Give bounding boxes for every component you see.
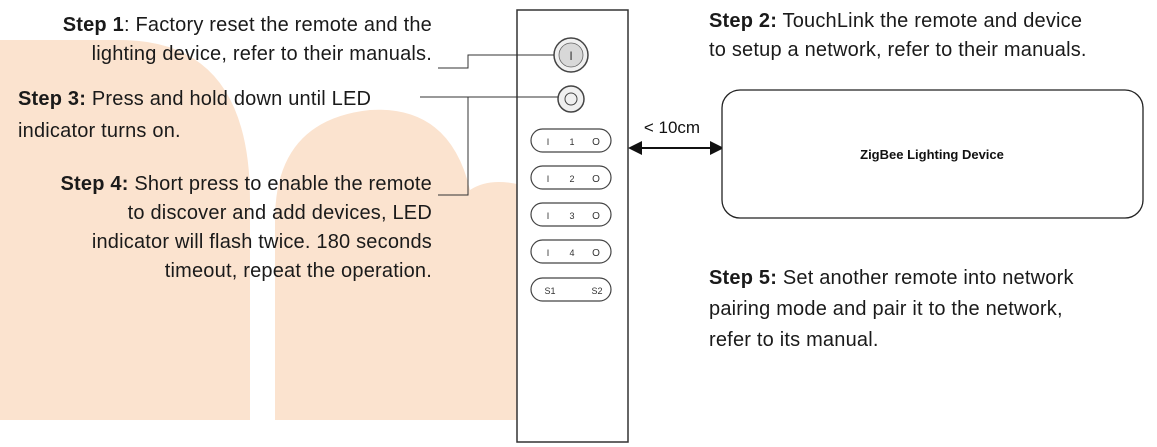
zone-2-number: 2 bbox=[569, 174, 574, 184]
step3-text-line2: indicator turns on. bbox=[18, 120, 181, 142]
network-button[interactable] bbox=[557, 85, 585, 113]
zone-button-3[interactable]: I 3 O bbox=[530, 202, 612, 227]
distance-label: < 10cm bbox=[644, 118, 700, 137]
device-label: ZigBee Lighting Device bbox=[860, 147, 1004, 162]
zone-1-on: I bbox=[547, 137, 550, 147]
zone-2-off: O bbox=[592, 174, 600, 185]
arrow-right-head bbox=[710, 141, 724, 155]
led-indicator-icon bbox=[564, 92, 578, 106]
zone-1-off: O bbox=[592, 137, 600, 148]
power-button-inner bbox=[558, 42, 584, 68]
scene-s2-label: S2 bbox=[591, 286, 602, 296]
zone-4-number: 4 bbox=[569, 248, 574, 258]
step3-text: Step 3: Press and hold down until LED bbox=[18, 88, 372, 110]
zone-4-off: O bbox=[592, 248, 600, 259]
zone-1-number: 1 bbox=[569, 137, 574, 147]
arrow-left-head bbox=[628, 141, 642, 155]
zone-3-on: I bbox=[547, 211, 550, 221]
step1-text: Step 1: Factory reset the remote and the… bbox=[62, 14, 432, 65]
zone-3-number: 3 bbox=[569, 211, 574, 221]
scene-button[interactable]: S1 S2 bbox=[530, 277, 612, 302]
zone-button-2[interactable]: I 2 O bbox=[530, 165, 612, 190]
step4-leader-line bbox=[438, 97, 469, 196]
zone-2-on: I bbox=[547, 174, 550, 184]
scene-s1-label: S1 bbox=[544, 286, 555, 296]
step5-text: Step 5: Set another remote into network … bbox=[709, 267, 1074, 351]
step4-text: Step 4: Short press to enable the remote… bbox=[60, 173, 432, 282]
power-symbol: I bbox=[569, 49, 572, 63]
zone-3-off: O bbox=[592, 211, 600, 222]
zone-4-on: I bbox=[547, 248, 550, 258]
lighting-device-box bbox=[721, 89, 1144, 219]
step2-text: Step 2: TouchLink the remote and device … bbox=[709, 10, 1087, 61]
step1-leader-line bbox=[438, 54, 554, 69]
zone-button-4[interactable]: I 4 O bbox=[530, 239, 612, 264]
watermark-shape-left bbox=[0, 40, 250, 420]
zone-button-1[interactable]: I 1 O bbox=[530, 128, 612, 153]
